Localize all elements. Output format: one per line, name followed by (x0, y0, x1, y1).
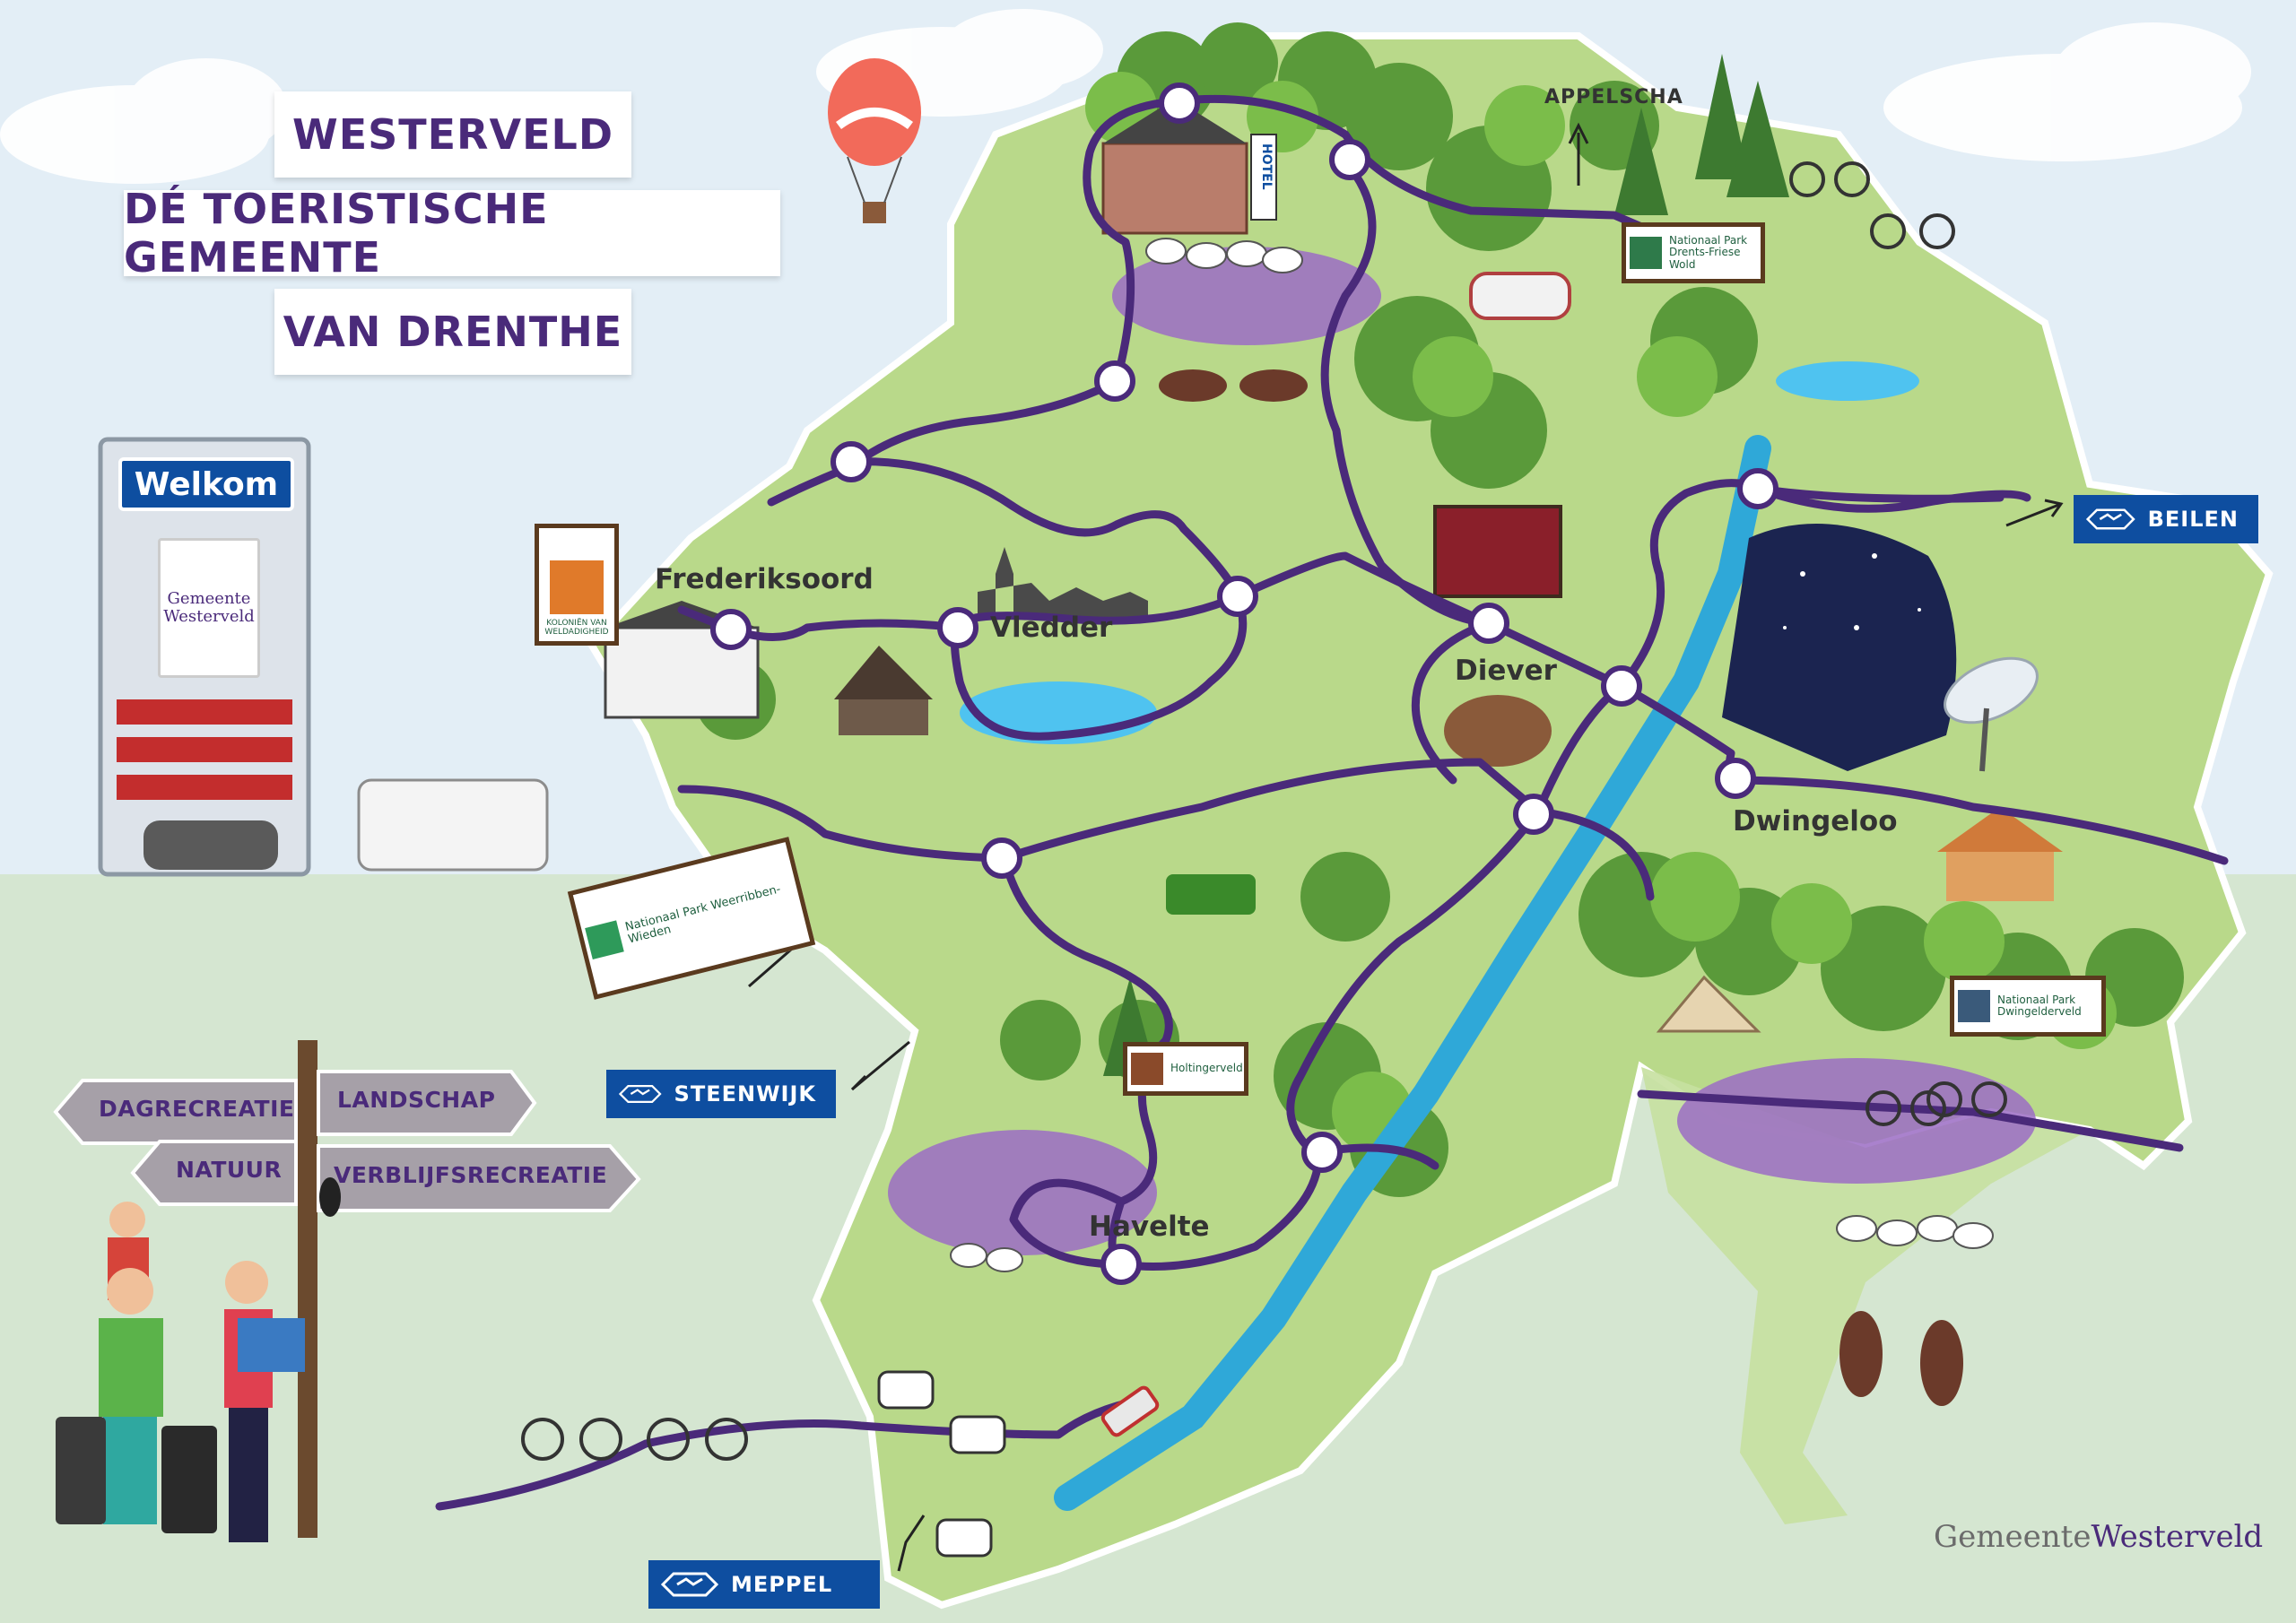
tent-icon (1656, 975, 1761, 1033)
stop-vledder[interactable] (937, 607, 978, 648)
station-beilen-label: BEILEN (2147, 507, 2239, 532)
station-meppel-label: MEPPEL (731, 1572, 833, 1597)
ns-train-logo-icon (2086, 508, 2135, 530)
route-stops (710, 82, 1779, 1285)
sign-weerribben-wieden-label: Nationaal Park Weerribben-Wieden (623, 881, 782, 947)
card-logo-line1: Gemeente (167, 589, 251, 609)
mammoth-icon (1444, 695, 1552, 767)
station-meppel[interactable]: MEPPEL (648, 1560, 880, 1609)
stop-diever-east[interactable] (1601, 665, 1642, 707)
park-logo-icon (585, 920, 624, 960)
tractor-icon (1166, 874, 1256, 915)
title-line-2: DÉ TOERISTISCHE GEMEENTE (124, 185, 780, 282)
gemeente-westerveld-logo: GemeenteWesterveld (1934, 1519, 2263, 1555)
ns-train-logo-icon (661, 1572, 718, 1597)
title-line-3: VAN DRENTHE (274, 289, 631, 375)
theatre-stage-icon (1433, 505, 1562, 598)
eastern-strip (1641, 1067, 2090, 1524)
stop-diever[interactable] (1468, 603, 1509, 644)
place-vledder[interactable]: Vledder (990, 612, 1113, 644)
family-hikers-illustration (56, 1202, 305, 1542)
park-logo-icon (1630, 237, 1662, 269)
caravan-icon (1469, 272, 1571, 320)
station-steenwijk[interactable]: STEENWIJK (606, 1070, 836, 1118)
stop-west-1[interactable] (1094, 360, 1135, 402)
stop-dwingeloo[interactable] (1715, 758, 1756, 799)
title-line-1: WESTERVELD (274, 91, 631, 178)
stars (1783, 553, 1921, 630)
signpost-dagrecreatie[interactable]: DAGRECREATIE (99, 1096, 295, 1122)
card-logo-line2: Westerveld (163, 607, 255, 626)
ferry-boat-icon (1100, 1385, 1160, 1437)
sign-holtingerveld[interactable]: Holtingerveld (1123, 1042, 1248, 1096)
park-logo-icon (1958, 990, 1990, 1022)
gemeente-westerveld-card: Gemeente Westerveld (158, 538, 260, 678)
stop-north-1[interactable] (1159, 82, 1200, 124)
radio-telescope-icon (1944, 656, 2039, 772)
stop-havelte[interactable] (1100, 1244, 1142, 1285)
forest-clusters (695, 22, 2184, 1197)
ns-train-logo-icon (619, 1084, 662, 1104)
stop-vledder-east[interactable] (1217, 576, 1258, 617)
sheep-flock (950, 238, 1994, 1272)
river (1054, 435, 1771, 1511)
stop-central-west[interactable] (981, 838, 1022, 879)
signpost-verblijfsrecreatie[interactable]: VERBLIJFSRECREATIE (334, 1162, 608, 1188)
horse-riders (1159, 369, 1963, 1406)
place-appelscha[interactable]: APPELSCHA (1544, 86, 1683, 108)
park-logo-icon (1131, 1053, 1163, 1085)
stop-havelte-east[interactable] (1301, 1132, 1343, 1173)
woodpecker-icon (319, 1177, 341, 1217)
vledder-skyline (978, 547, 1148, 619)
tree-house-icon (1937, 807, 2063, 852)
station-beilen[interactable]: BEILEN (2074, 495, 2258, 543)
kolonien-logo-icon (550, 560, 604, 615)
logo-part2: Westerveld (2091, 1519, 2264, 1555)
signpost-natuur[interactable]: NATUUR (176, 1157, 283, 1183)
sign-dwingelderveld-label: Nationaal Park Dwingelderveld (1997, 993, 2082, 1018)
hot-air-balloon-icon (828, 58, 921, 223)
sign-drents-friese-wold[interactable]: Nationaal Park Drents-Friese Wold (1622, 222, 1765, 283)
place-dwingeloo[interactable]: Dwingeloo (1733, 805, 1898, 838)
camper-icon (357, 778, 549, 872)
direction-signpost (53, 1040, 641, 1538)
welkom-sign: Welkom (118, 457, 294, 511)
stop-west-2[interactable] (831, 441, 872, 482)
cycling-routes (435, 94, 2229, 1511)
stop-frederiksoord[interactable] (710, 609, 752, 650)
sign-holtingerveld-label: Holtingerveld (1170, 1062, 1243, 1075)
sign-kolonien-label: KOLONIËN VAN WELDADIGHEID (544, 619, 609, 638)
place-frederiksoord[interactable]: Frederiksoord (655, 563, 874, 595)
stop-north-2[interactable] (1329, 139, 1370, 180)
hotel-sign: HOTEL (1259, 143, 1274, 190)
place-havelte[interactable]: Havelte (1089, 1211, 1210, 1243)
dwingeloo-night-sky (1722, 524, 1957, 771)
logo-part1: Gemeente (1934, 1519, 2092, 1555)
cows (877, 1370, 1006, 1558)
sign-dwingelderveld[interactable]: Nationaal Park Dwingelderveld (1950, 976, 2106, 1037)
signpost-landschap[interactable]: LANDSCHAP (337, 1087, 496, 1113)
heather-patches (888, 247, 2036, 1255)
stop-appelscha-south[interactable] (1737, 468, 1779, 509)
sign-kolonien-van-weldadigheid[interactable]: KOLONIËN VAN WELDADIGHEID (535, 524, 619, 646)
car-icon (144, 820, 278, 870)
stop-south-diever[interactable] (1513, 794, 1554, 835)
farmhouse-icon (834, 646, 933, 699)
sign-drents-friese-wold-label: Nationaal Park Drents-Friese Wold (1669, 234, 1748, 271)
appelscha-lake (1776, 361, 1919, 401)
place-diever[interactable]: Diever (1455, 655, 1557, 687)
station-steenwijk-label: STEENWIJK (674, 1081, 816, 1107)
cyclists (521, 161, 2007, 1461)
